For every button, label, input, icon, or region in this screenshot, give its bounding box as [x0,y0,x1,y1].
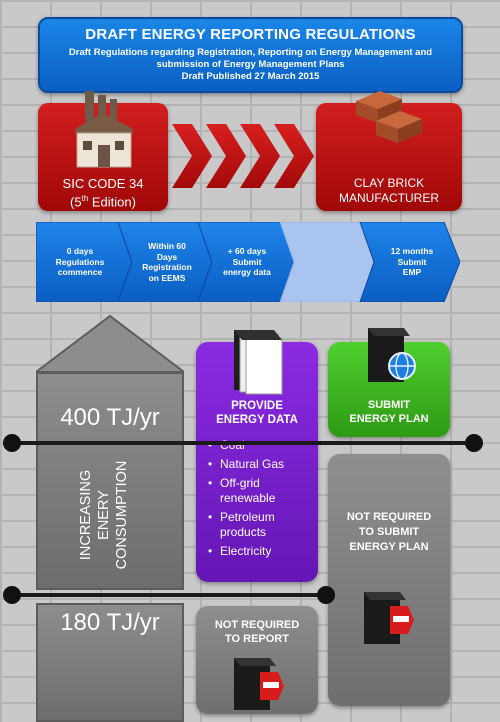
axis-label-3: CONSUMPTION [114,461,130,570]
lower-threshold-dot-left [3,586,21,604]
blocked-folder-icon-2 [234,658,284,710]
not-required-plan-3: ENERGY PLAN [349,541,429,553]
timeline-step-3 [197,222,295,302]
submit-energy-plan-box: SUBMIT ENERGY PLAN [328,328,450,437]
low-consumption-block: 180 TJ/yr [36,603,184,722]
subtitle-line-2: submission of Energy Management Plans [156,59,345,70]
not-required-report-box: NOT REQUIRED TO REPORT [196,606,318,714]
timeline-step-2 [117,222,213,302]
submit-title-2: ENERGY PLAN [349,413,429,425]
upper-threshold-dot-right [465,434,483,452]
industry-panel: CLAY BRICK MANUFACTURER [316,91,462,211]
timeline-arrows [36,222,460,302]
not-required-plan-1: NOT REQUIRED [346,511,432,523]
upper-threshold-line [11,441,475,445]
list-item-natural-gas: Natural Gas [208,457,284,472]
timeline-step-4 [279,222,375,302]
folder-icon [234,330,283,395]
sic-edition-label: (5th Edition) [70,194,136,210]
not-required-plan-2: TO SUBMIT [358,526,420,538]
not-required-report-2: TO REPORT [225,633,289,645]
lower-threshold-label: 180 TJ/yr [60,609,160,636]
provide-title-2: ENERGY DATA [216,414,298,426]
consumption-arrow-body: 400 TJ/yr [36,372,184,590]
lower-threshold-dot-right [317,586,335,604]
page-title: DRAFT ENERGY REPORTING REGULATIONS [85,26,416,43]
brick-icon [356,91,422,143]
not-required-report-1: NOT REQUIRED [214,619,300,631]
publish-date: Draft Published 27 March 2015 [181,71,320,82]
axis-label-1: INCREASING [78,470,94,560]
timeline-step-5 [359,222,460,302]
industry-label-2: MANUFACTURER [338,191,439,205]
up-arrow-head [36,314,184,373]
factory-icon [75,91,133,168]
industry-label-1: CLAY BRICK [353,176,425,190]
list-item-electricity: Electricity [208,544,284,559]
upper-threshold-label: 400 TJ/yr [60,404,160,431]
axis-label: INCREASING ENERY CONSUMPTION [78,461,130,570]
axis-label-2: ENERY [96,490,112,540]
chevron-arrows [172,124,314,188]
upper-threshold-dot-left [3,434,21,452]
sic-code-panel: SIC CODE 34 (5th Edition) [38,91,168,211]
sic-code-label: SIC CODE 34 [62,176,144,191]
globe-folder-icon [368,328,416,382]
provide-title-1: PROVIDE [231,400,283,412]
submit-title-1: SUBMIT [367,399,411,411]
not-required-plan-box: NOT REQUIRED TO SUBMIT ENERGY PLAN [328,454,450,706]
provide-energy-data-box: PROVIDE ENERGY DATA Coal Natural Gas Off… [196,330,318,582]
subtitle-line-1: Draft Regulations regarding Registration… [68,47,433,58]
lower-threshold-line [11,593,327,597]
blocked-folder-icon [364,592,414,644]
header-banner: DRAFT ENERGY REPORTING REGULATIONS Draft… [38,17,463,93]
